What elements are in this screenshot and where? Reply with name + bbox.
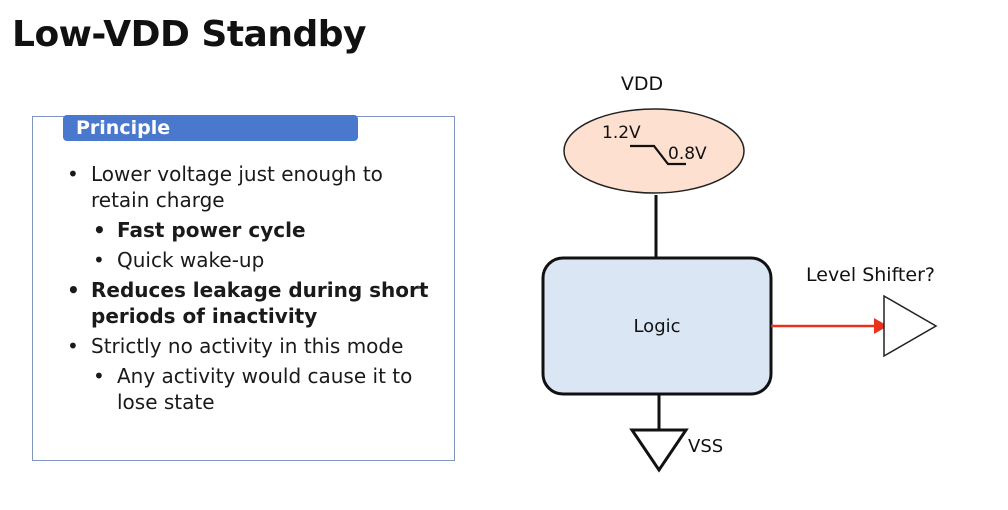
vss-label: VSS xyxy=(688,436,723,457)
bullet-item: Lower voltage just enough to retain char… xyxy=(63,161,443,213)
voltage-high-label: 1.2V xyxy=(602,123,641,143)
principle-panel: Principle Lower voltage just enough to r… xyxy=(32,115,455,461)
ground-icon xyxy=(629,428,689,473)
slide-title: Low-VDD Standby xyxy=(12,14,366,55)
vdd-supply-ellipse xyxy=(563,108,745,194)
logic-label: Logic xyxy=(633,316,680,337)
arrow-head-icon xyxy=(874,318,888,334)
bullet-item: Strictly no activity in this mode xyxy=(63,333,443,359)
principle-bullet-list: Lower voltage just enough to retain char… xyxy=(63,161,443,419)
bullet-item: Fast power cycle xyxy=(63,217,443,243)
bullet-item: Any activity would cause it to lose stat… xyxy=(63,363,443,415)
vdd-label: VDD xyxy=(621,73,663,95)
level-shifter-label: Level Shifter? xyxy=(806,264,935,286)
bullet-item: Quick wake-up xyxy=(63,247,443,273)
principle-header: Principle xyxy=(63,115,358,141)
level-shifter-buffer-icon xyxy=(883,294,938,358)
voltage-step-icon xyxy=(630,144,686,166)
bullet-item: Reduces leakage during short periods of … xyxy=(63,277,443,329)
voltage-low-label: 0.8V xyxy=(668,144,707,164)
